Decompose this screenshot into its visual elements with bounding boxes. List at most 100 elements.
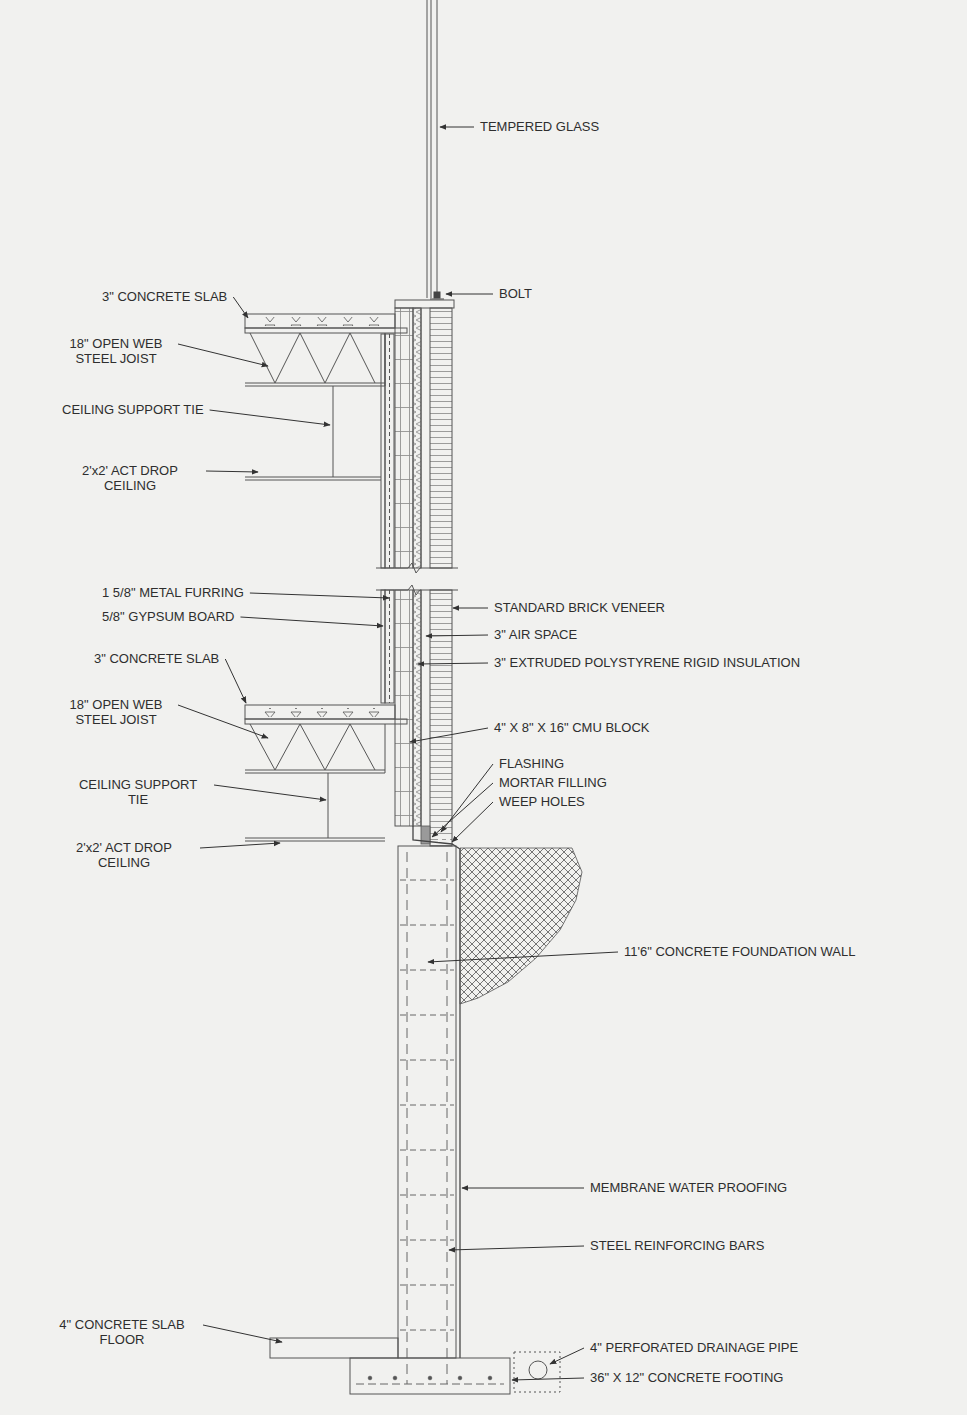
lower-floor: [328, 773, 329, 838]
callout-label: 3" AIR SPACE: [492, 627, 579, 642]
lower-floor: [250, 724, 375, 770]
callout-label: 4" CONCRETE SLAB FLOOR: [45, 1317, 199, 1347]
leader-line: [446, 294, 493, 295]
leader-lines: [178, 127, 618, 1380]
callout-label: CEILING SUPPORT TIE: [66, 777, 210, 807]
leader-line: [240, 617, 383, 626]
callout-label: 1 5/8" METAL FURRING: [100, 585, 246, 600]
parapet-cap: [395, 300, 454, 308]
glass-pane: [437, 0, 438, 298]
leader-line: [410, 728, 488, 742]
wall-layers-upper: [430, 308, 452, 568]
rebar: [393, 1376, 397, 1380]
foundation-wall: [459, 848, 460, 1358]
wall-layers-upper: [389, 334, 390, 568]
callout-label: TEMPERED GLASS: [478, 119, 601, 134]
callout-label: 2'x2' ACT DROP CEILING: [52, 840, 196, 870]
bolt: [434, 292, 440, 298]
wall-layers-lower: [389, 590, 390, 703]
earth-backfill: [460, 848, 582, 1004]
rebar: [458, 1376, 462, 1380]
lower-floor: [245, 773, 385, 774]
slab-and-footing: [270, 1338, 398, 1358]
callout-label: 36" X 12" CONCRETE FOOTING: [588, 1370, 785, 1385]
lower-floor: [245, 838, 385, 839]
leader-line: [432, 783, 493, 837]
glass-pane: [431, 0, 432, 298]
upper-floor: [245, 383, 385, 384]
callout-label: CEILING SUPPORT TIE: [60, 402, 206, 417]
earth-backfill: [460, 848, 582, 1004]
bolt: [430, 299, 444, 300]
parapet-cap: [395, 300, 454, 308]
callout-label: FLASHING: [497, 756, 566, 771]
wall-layers-upper: [413, 308, 421, 568]
wall-layers-lower: [421, 590, 422, 826]
wall-layers-upper: [385, 334, 394, 568]
drainage-pipe: [514, 1352, 560, 1392]
callout-label: 18" OPEN WEB STEEL JOIST: [58, 336, 174, 366]
wall-layers-lower: [413, 590, 421, 826]
flashing-and-weeps: [446, 836, 450, 842]
leader-line: [178, 344, 268, 366]
leader-line: [206, 471, 258, 472]
upper-floor: [333, 386, 334, 477]
rebar: [356, 852, 504, 1384]
wall-layers-lower: [395, 590, 413, 826]
bolt: [430, 292, 444, 299]
upper-floor: [245, 477, 381, 478]
leader-line: [426, 635, 488, 636]
callout-label: BOLT: [497, 286, 534, 301]
callout-label: 4" X 8" X 16" CMU BLOCK: [492, 720, 651, 735]
slab-and-footing: [350, 1358, 510, 1394]
leader-line: [428, 952, 618, 962]
leader-line: [214, 785, 326, 800]
wall-layers-lower: [381, 590, 385, 703]
callout-label: 18" OPEN WEB STEEL JOIST: [58, 697, 174, 727]
callout-label: MEMBRANE WATER PROOFING: [588, 1180, 789, 1195]
upper-floor: [245, 386, 385, 387]
rebar: [368, 1376, 372, 1380]
wall-layers-upper: [395, 308, 413, 568]
leader-line: [178, 705, 268, 738]
rebar: [447, 852, 448, 1384]
rebar: [407, 852, 408, 1384]
glass-pane: [427, 0, 428, 298]
leader-line: [233, 297, 248, 318]
leader-line: [462, 1188, 584, 1189]
callout-label: 3" EXTRUDED POLYSTYRENE RIGID INSULATION: [492, 655, 802, 670]
upper-floor: [245, 314, 395, 328]
drainage-pipe: [514, 1352, 560, 1392]
callout-label: STEEL REINFORCING BARS: [588, 1238, 766, 1253]
callout-label: STANDARD BRICK VENEER: [492, 600, 667, 615]
rebar: [488, 1376, 492, 1380]
leader-line: [440, 127, 474, 128]
leader-line: [203, 1325, 282, 1342]
lower-floor: [385, 724, 386, 773]
wall-layers-upper: [381, 308, 452, 568]
lower-floor: [245, 719, 407, 724]
leader-line: [418, 663, 488, 664]
callout-label: 3" CONCRETE SLAB: [100, 289, 229, 304]
lower-floor: [245, 705, 407, 841]
upper-floor: [245, 328, 407, 333]
lower-floor: [250, 708, 390, 717]
rebar: [428, 1376, 432, 1380]
wall-layers-lower: [430, 590, 452, 846]
rebar: [400, 880, 454, 1330]
callout-label: 3" CONCRETE SLAB: [92, 651, 221, 666]
upper-floor: [250, 317, 390, 326]
upper-floor: [385, 333, 386, 386]
callout-label: 11'6" CONCRETE FOUNDATION WALL: [622, 944, 858, 959]
leader-line: [453, 608, 488, 609]
upper-floor: [245, 480, 381, 481]
leader-line: [200, 843, 280, 848]
callout-label: 2'x2' ACT DROP CEILING: [58, 463, 202, 493]
leader-line: [225, 659, 246, 703]
upper-floor: [245, 314, 407, 480]
lower-floor: [245, 770, 385, 771]
upper-floor: [250, 333, 375, 383]
wall-layers-lower: [385, 590, 394, 703]
